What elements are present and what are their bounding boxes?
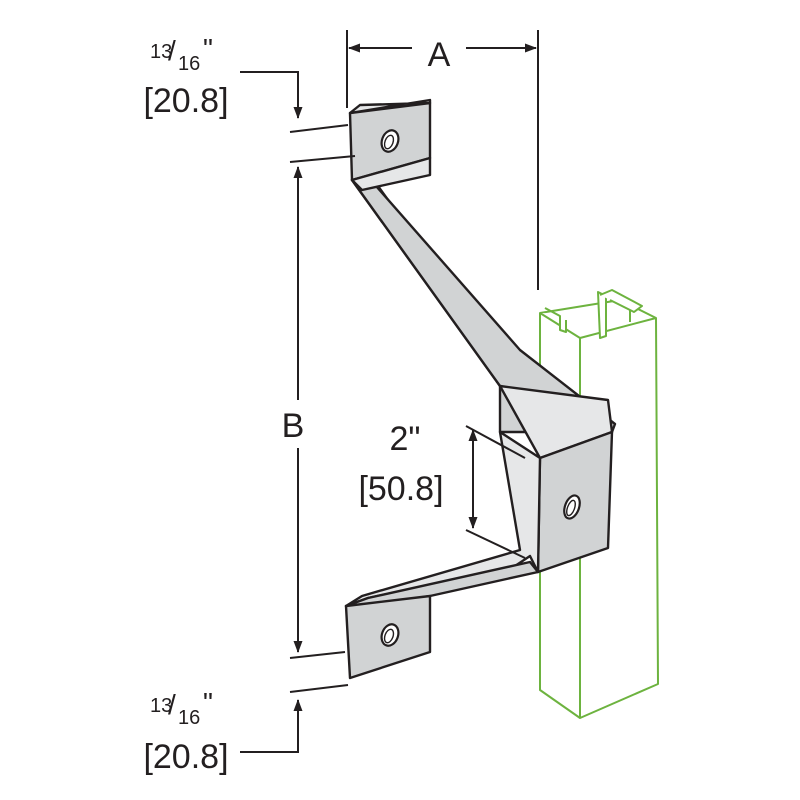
top-frac-den: 16: [178, 53, 200, 75]
top-frac-inch: ": [203, 33, 213, 64]
dimension-bottom-tab: 13 / 16 " [20.8]: [143, 684, 349, 776]
offset-inch: 2": [390, 420, 421, 458]
dim-a-label: A: [428, 36, 451, 74]
dimension-offset: 2" [50.8]: [358, 420, 526, 559]
right-hole: [563, 494, 581, 520]
bottom-frac-den: 16: [178, 707, 200, 729]
dimension-b: B: [282, 155, 356, 659]
top-frac-slash: /: [168, 35, 176, 66]
dimension-top-tab: 13 / 16 " [20.8]: [143, 33, 349, 133]
top-metric: [20.8]: [143, 82, 228, 120]
upper-hole: [380, 129, 400, 153]
top-frac-num: 13: [150, 41, 172, 63]
bottom-frac-inch: ": [203, 687, 213, 718]
bottom-metric: [20.8]: [143, 738, 228, 776]
bottom-frac-slash: /: [168, 689, 176, 720]
lower-hole: [380, 623, 400, 647]
offset-metric: [50.8]: [358, 470, 443, 508]
dim-b-label: B: [282, 407, 305, 445]
dimension-a: A: [346, 30, 539, 290]
bracket: [344, 98, 617, 680]
bottom-frac-num: 13: [150, 695, 172, 717]
